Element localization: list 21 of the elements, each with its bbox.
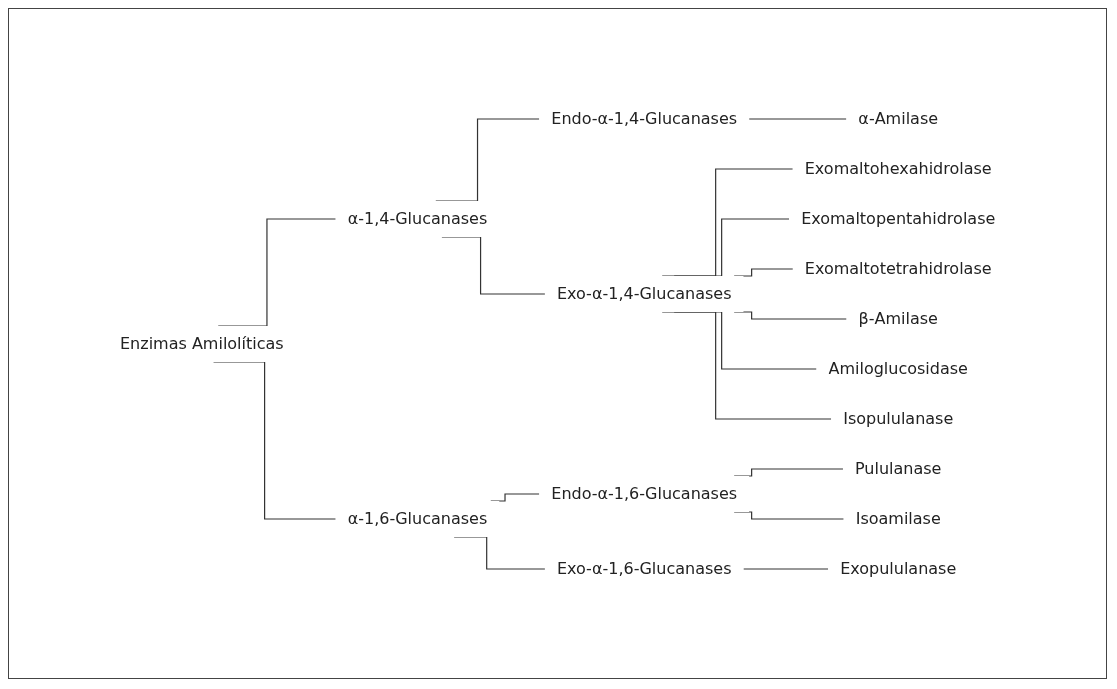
node-text: Endo-α-1,6-Glucanases [551,483,737,503]
node-text: Endo-α-1,4-Glucanases [551,108,737,128]
node-text: Isoamilase [855,508,941,528]
node-text: Exopululanase [839,558,957,578]
node-text: Pululanase [854,458,942,478]
connector [441,235,546,295]
node-text: Exomaltohexahidrolase [804,158,992,178]
node-text: β-Amilase [858,308,938,328]
diagram-frame: Enzimas Amilolíticas α-1,4-Glucanases Endo-α-1,4-Glucanases α-Amilase Exo-α-1,4-Glucanases Exomaltohexahidrolase Exomaltopentahidrolase Exomaltotetrahidrolase β-Amilase Amiloglucosidase Isopululanase α-1,6-Glucanases Endo-α-1,6-Glucanases Pululanase Isoamilase Exo-α-1,6-Glucanases Exopululanase [8,8,1107,679]
node-text: Isopululanase [843,408,954,428]
node-text: Exo-α-1,6-Glucanases [556,558,732,578]
connector [212,360,337,520]
node-text: Amiloglucosidase [828,358,968,378]
node-text: Exomaltopentahidrolase [800,208,996,228]
node-text: Exomaltotetrahidrolase [804,258,992,278]
connector [733,510,845,520]
connector [733,310,847,320]
node-text: α-1,6-Glucanases [347,508,488,528]
connector [453,535,546,570]
connector [661,310,832,420]
node-text: α-Amilase [858,108,938,128]
